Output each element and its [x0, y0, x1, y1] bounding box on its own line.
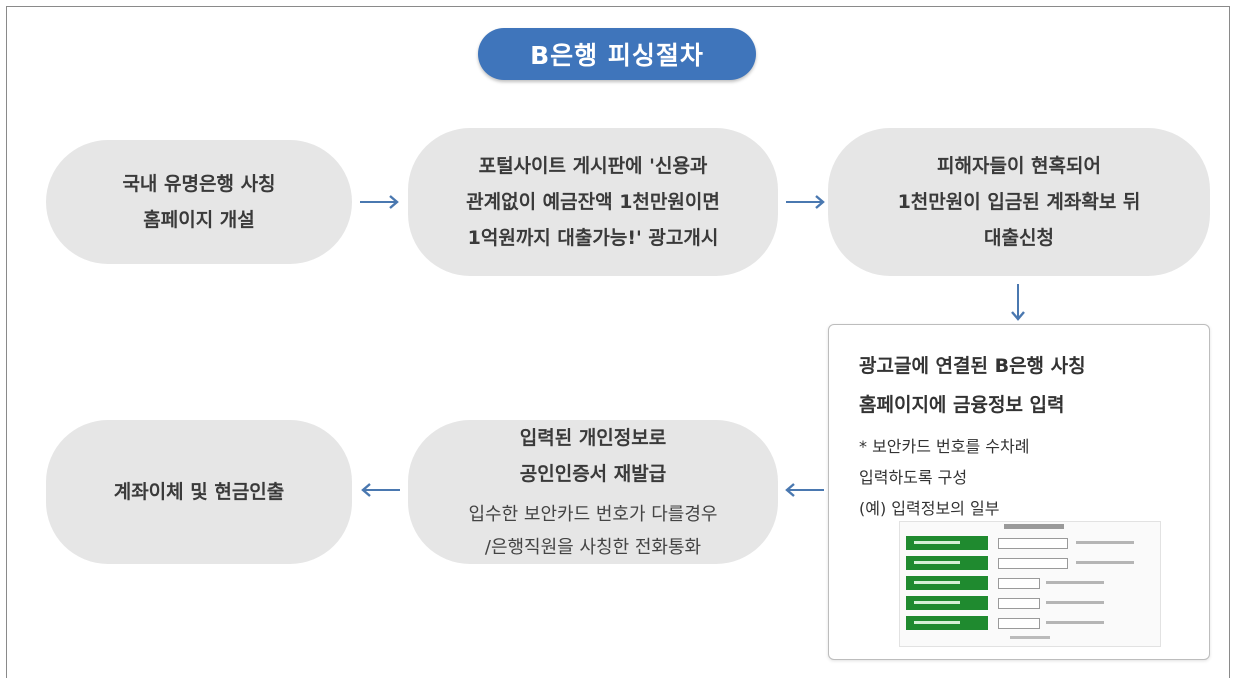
step-loan-application-line-2: 1천만원이 입금된 계좌확보 뒤 [897, 191, 1141, 213]
form-image-row [906, 576, 1156, 590]
step-loan-application-line-3: 대출신청 [984, 227, 1054, 249]
form-image-row [906, 616, 1156, 630]
arrow-left-icon [361, 483, 400, 497]
step-certificate-reissue-sub-1: 입수한 보안카드 번호가 다를경우 [468, 504, 718, 525]
step-portal-ad-line-3: 1억원까지 대출가능!' 광고개시 [467, 227, 719, 249]
step-financial-info-note: * 보안카드 번호를 수차례 입력하도록 구성 (예) 입력정보의 일부 [859, 431, 1029, 524]
form-image-title [1004, 524, 1064, 529]
step-fake-homepage-line-1: 국내 유명은행 사칭 [122, 173, 276, 195]
step-loan-application: 피해자들이 현혹되어 1천만원이 입금된 계좌확보 뒤 대출신청 [828, 128, 1210, 276]
step-financial-info-input: 광고글에 연결된 B은행 사칭 홈페이지에 금융정보 입력 * 보안카드 번호를… [828, 324, 1210, 660]
step-fake-homepage-line-2: 홈페이지 개설 [143, 209, 255, 231]
step-portal-ad-line-1: 포털사이트 게시판에 '신용과 [478, 155, 708, 177]
form-image-row [906, 596, 1156, 610]
arrow-right-icon [786, 195, 825, 209]
step-fake-homepage: 국내 유명은행 사칭 홈페이지 개설 [46, 140, 352, 264]
step-financial-info-line-1: 광고글에 연결된 B은행 사칭 [859, 355, 1086, 377]
diagram-title: B은행 피싱절차 [478, 28, 756, 80]
form-image-row [906, 556, 1156, 570]
form-image-row [906, 536, 1156, 550]
sample-input-form-image [899, 521, 1161, 647]
step-certificate-reissue-line-1: 입력된 개인정보로 [519, 427, 667, 449]
step-portal-ad-line-2: 관계없이 예금잔액 1천만원이면 [466, 191, 720, 213]
note-line-3: (예) 입력정보의 일부 [859, 499, 1000, 518]
arrow-left-icon [785, 483, 824, 497]
arrow-down-icon [1011, 284, 1025, 321]
step-transfer-withdrawal: 계좌이체 및 현금인출 [46, 420, 352, 564]
step-financial-info-line-2: 홈페이지에 금융정보 입력 [859, 394, 1065, 416]
note-line-1: * 보안카드 번호를 수차례 [859, 437, 1030, 456]
step-certificate-reissue: 입력된 개인정보로 공인인증서 재발급 입수한 보안카드 번호가 다를경우 /은… [408, 420, 778, 564]
step-transfer-withdrawal-line-1: 계좌이체 및 현금인출 [113, 481, 285, 503]
step-portal-ad: 포털사이트 게시판에 '신용과 관계없이 예금잔액 1천만원이면 1억원까지 대… [408, 128, 778, 276]
arrow-right-icon [360, 195, 399, 209]
note-line-2: 입력하도록 구성 [859, 468, 968, 487]
step-loan-application-line-1: 피해자들이 현혹되어 [937, 155, 1101, 177]
step-certificate-reissue-line-2: 공인인증서 재발급 [519, 463, 667, 485]
step-certificate-reissue-sub-2: /은행직원을 사칭한 전화통화 [484, 537, 702, 558]
step-financial-info-heading: 광고글에 연결된 B은행 사칭 홈페이지에 금융정보 입력 [859, 347, 1086, 425]
form-image-footnote [1010, 636, 1050, 639]
